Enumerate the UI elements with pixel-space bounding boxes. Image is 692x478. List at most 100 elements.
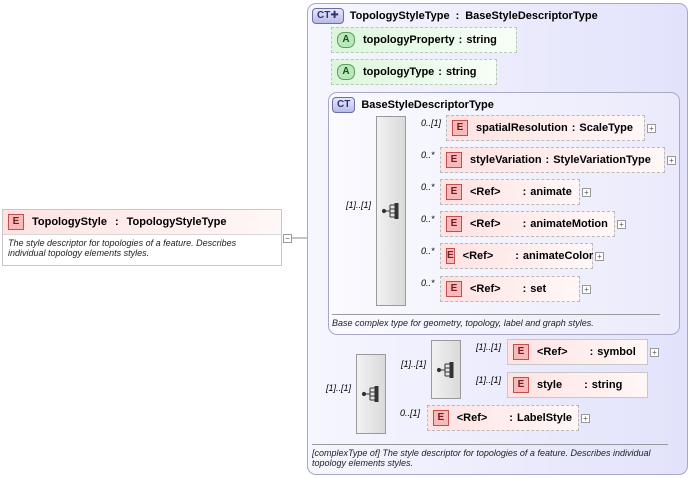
type-separator: :	[545, 154, 550, 166]
expand-icon[interactable]: +	[647, 124, 656, 133]
element-name: style	[537, 379, 563, 391]
element-name: symbol	[597, 346, 636, 358]
expand-icon[interactable]: +	[617, 220, 626, 229]
element-icon: E	[452, 120, 468, 136]
doc-divider	[312, 444, 668, 445]
element-icon: E	[446, 216, 462, 232]
attribute-name: topologyProperty	[363, 34, 455, 46]
root-element-box[interactable]: E TopologyStyle : TopologyStyleType The …	[2, 209, 282, 266]
element-type: string	[591, 379, 623, 391]
element-styleVariation[interactable]: E styleVariation : StyleVariationType	[440, 147, 665, 173]
element-symbol[interactable]: E <Ref> : symbol	[507, 339, 648, 365]
element-icon: E	[446, 248, 455, 264]
root-element-type: TopologyStyleType	[126, 216, 227, 228]
element-style[interactable]: E style : string	[507, 372, 648, 398]
occurrence-label: 0..*	[421, 150, 435, 160]
sequence-icon	[437, 361, 454, 378]
occurrence-label: [1]..[1]	[476, 342, 502, 352]
element-type: StyleVariationType	[553, 154, 651, 166]
type-separator: :	[455, 10, 460, 22]
element-animateMotion[interactable]: E <Ref> : animateMotion	[440, 211, 615, 237]
element-LabelStyle[interactable]: E <Ref> : LabelStyle	[427, 405, 579, 431]
element-ref-prefix: <Ref>	[470, 186, 501, 198]
element-name: animateMotion	[530, 218, 608, 230]
attribute-type: string	[445, 66, 477, 78]
element-icon: E	[513, 344, 529, 360]
element-name: styleVariation	[470, 154, 542, 166]
element-spatialResolution[interactable]: E spatialResolution : ScaleType	[446, 115, 645, 141]
occurrence-label: 0..*	[421, 278, 435, 288]
element-name: set	[530, 283, 547, 295]
element-ref-prefix: <Ref>	[470, 283, 501, 295]
attribute-name: topologyType	[363, 66, 435, 78]
occurrence-label: 0..[1]	[400, 408, 421, 418]
type-separator: :	[522, 218, 527, 230]
element-icon: E	[433, 410, 449, 426]
complex-type-icon: CT	[332, 97, 356, 113]
type-separator: :	[438, 66, 442, 78]
outer-complex-type-header: CT✚ TopologyStyleType : BaseStyleDescrip…	[312, 8, 598, 24]
type-separator: :	[515, 250, 519, 262]
element-icon: E	[446, 152, 462, 168]
expand-icon[interactable]: +	[582, 188, 591, 197]
expand-icon[interactable]: +	[650, 348, 659, 357]
element-animate[interactable]: E <Ref> : animate	[440, 179, 580, 205]
root-element-header: E TopologyStyle : TopologyStyleType	[3, 210, 281, 235]
type-separator: :	[522, 283, 527, 295]
element-name: spatialResolution	[476, 122, 568, 134]
type-separator: :	[522, 186, 527, 198]
occurrence-label: 0..[1]	[421, 118, 442, 128]
element-icon: E	[446, 184, 462, 200]
element-ref-prefix: <Ref>	[470, 218, 501, 230]
extension-sequence-compositor[interactable]	[356, 354, 386, 434]
doc-divider	[332, 314, 660, 315]
element-animateColor[interactable]: E <Ref> : animateColor	[440, 243, 593, 269]
type-separator: :	[458, 34, 463, 46]
element-ref-prefix: <Ref>	[462, 250, 494, 262]
element-icon: E	[446, 281, 462, 297]
type-separator: :	[589, 346, 594, 358]
attribute-icon: A	[337, 64, 355, 80]
attribute-type: string	[466, 34, 497, 46]
type-separator: :	[584, 379, 588, 391]
element-set[interactable]: E <Ref> : set	[440, 276, 580, 302]
sequence-icon	[362, 386, 379, 402]
expand-icon[interactable]: +	[581, 414, 590, 423]
outer-type-name: TopologyStyleType	[349, 10, 450, 22]
complex-type-icon: CT✚	[312, 8, 344, 24]
expand-icon[interactable]: +	[595, 252, 604, 261]
base-sequence-compositor[interactable]	[376, 116, 406, 306]
root-element-doc: The style descriptor for topologies of a…	[8, 238, 237, 258]
outer-type-base: BaseStyleDescriptorType	[465, 10, 598, 22]
occurrence-label: 0..*	[421, 246, 435, 256]
element-ref-prefix: <Ref>	[537, 346, 568, 358]
occurrence-label: 0..*	[421, 214, 435, 224]
element-type: ScaleType	[579, 122, 633, 134]
occurrence-label: [1]..[1]	[401, 359, 427, 369]
attribute-icon: A	[337, 32, 355, 48]
occurrence-label: [1]..[1]	[476, 375, 502, 385]
element-name: animate	[530, 186, 572, 198]
element-ref-prefix: <Ref>	[456, 412, 488, 424]
base-type-name: BaseStyleDescriptorType	[361, 99, 494, 111]
root-element-name: TopologyStyle	[32, 216, 107, 228]
type-separator: :	[509, 412, 513, 424]
sequence-icon	[382, 203, 399, 219]
attribute-topologyProperty[interactable]: A topologyProperty : string	[331, 27, 517, 53]
inner-sequence-compositor[interactable]	[431, 340, 461, 399]
attribute-topologyType[interactable]: A topologyType : string	[331, 59, 497, 85]
element-name: animateColor	[522, 250, 594, 262]
occurrence-label: 0..*	[421, 182, 435, 192]
expand-icon[interactable]: +	[667, 156, 676, 165]
occurrence-label: [1]..[1]	[346, 200, 372, 210]
outer-type-doc: [complexType of] The style descriptor fo…	[312, 448, 651, 468]
base-type-doc: Base complex type for geometry, topology…	[332, 318, 594, 328]
base-complex-type-header: CT BaseStyleDescriptorType	[332, 97, 494, 113]
collapse-icon[interactable]: −	[283, 234, 292, 243]
expand-icon[interactable]: +	[582, 285, 591, 294]
type-separator: :	[114, 216, 119, 228]
element-icon: E	[513, 377, 529, 393]
element-icon: E	[8, 214, 24, 230]
occurrence-label: [1]..[1]	[326, 383, 352, 393]
type-separator: :	[571, 122, 576, 134]
